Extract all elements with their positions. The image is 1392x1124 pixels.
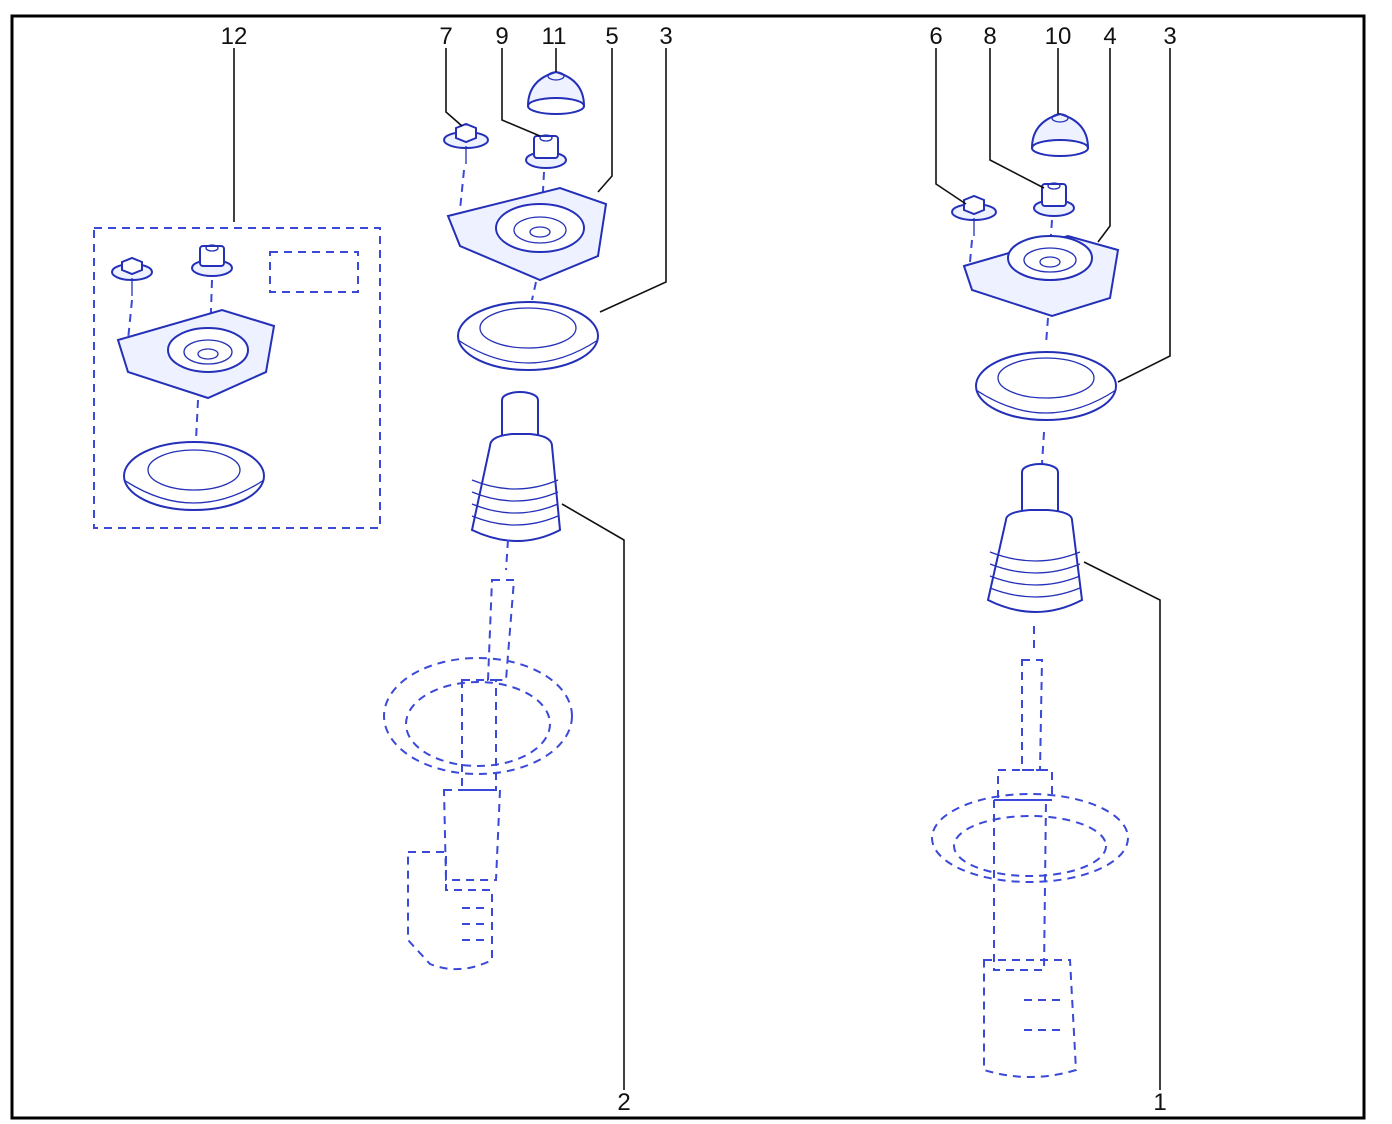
- right-bearing-ring-icon: [975, 317, 1117, 421]
- left-strut-assembly: [383, 70, 608, 971]
- callout-12: 12: [221, 23, 248, 50]
- callout-3-right: 3: [1163, 23, 1176, 50]
- right-bolt-icon: [951, 194, 997, 263]
- callout-11: 11: [542, 23, 567, 50]
- kit-mount-plate-icon: [116, 308, 276, 400]
- right-mount-plate-icon: [962, 234, 1120, 318]
- diagram-border: [10, 14, 1366, 1120]
- left-top-nut-icon: [525, 134, 567, 211]
- callout-1: 1: [1153, 1089, 1166, 1116]
- left-bolt-icon: [443, 122, 489, 211]
- left-mount-plate-icon: [446, 186, 608, 282]
- left-bump-stop-boot-icon: [470, 391, 562, 571]
- callout-8: 8: [983, 23, 996, 50]
- callout-10: 10: [1045, 23, 1072, 50]
- left-bearing-ring-icon: [457, 281, 599, 371]
- right-dust-cap-icon: [1030, 112, 1090, 157]
- left-dust-cap-icon: [526, 70, 586, 115]
- right-top-nut-icon: [1033, 182, 1075, 251]
- right-strut-assembly: [931, 112, 1129, 1078]
- callout-labels: 12 7 9 11 5 3 6 8 10 4 3 2 1: [221, 23, 1177, 1116]
- right-strut-body-icon: [931, 659, 1129, 1078]
- left-strut-body-icon: [383, 579, 573, 971]
- callout-5: 5: [605, 23, 618, 50]
- callout-leaders: [233, 48, 1171, 1090]
- callout-9: 9: [495, 23, 508, 50]
- callout-2: 2: [617, 1089, 630, 1116]
- kit-bolt-icon: [111, 256, 153, 341]
- right-bump-stop-boot-icon: [986, 431, 1084, 650]
- kit-nut-icon: [191, 244, 233, 341]
- callout-4: 4: [1103, 23, 1116, 50]
- callout-7: 7: [439, 23, 452, 50]
- kit-bearing-ring-icon: [123, 399, 265, 511]
- callout-3-left: 3: [659, 23, 672, 50]
- kit-assembly-12: [93, 227, 381, 529]
- callout-6: 6: [929, 23, 942, 50]
